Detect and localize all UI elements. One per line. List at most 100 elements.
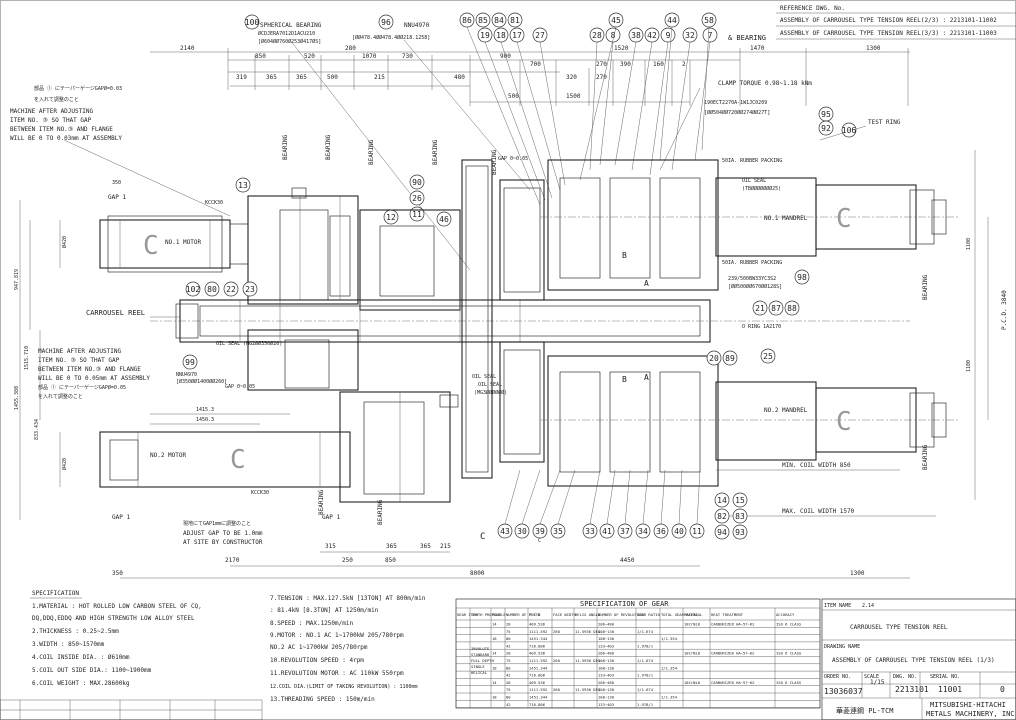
rubber-packing-1-label: 50IA. RUBBER PACKING — [722, 158, 782, 164]
gear-table-header: NUMBER OF REVOLUTION — [598, 612, 644, 617]
view-b-marker-2: B — [622, 375, 627, 384]
svg-text:11: 11 — [412, 210, 422, 219]
gear-table-cell: 28 — [506, 622, 511, 627]
bubble-39: 39 — [532, 523, 548, 539]
svg-text:92: 92 — [821, 124, 831, 133]
bubble-94: 94 — [714, 524, 730, 540]
dim-bottom-4: 215 — [440, 543, 451, 550]
spherical-bearing-dims: [Ø604ØØ760Ø253Ø417ØS] — [258, 38, 321, 45]
top-bubbles: 100 96 86 85 84 81 19 18 17 27 45 28 8 3… — [235, 12, 856, 227]
svg-text:8: 8 — [611, 31, 616, 40]
gear-table-cell: 18CrNi8 — [684, 622, 701, 627]
bubble-28: 28 — [589, 27, 605, 43]
svg-text:83: 83 — [735, 512, 745, 521]
gear-table-cell: 42 — [506, 643, 511, 648]
bottom-note-jp: 現地にてGAP1mmに調整のこと — [183, 520, 251, 527]
bubble-12: 12 — [383, 209, 399, 225]
dim-bottom-6: 4450 — [620, 557, 635, 564]
svg-text:23: 23 — [245, 285, 255, 294]
gear-table-cell: 80 — [506, 636, 511, 641]
mandrel-2-carrier: B A OIL SEAL (MG3ØØØØØØ) — [474, 355, 960, 487]
right-bubbles: 98 21 87 88 20 89 25 — [706, 269, 810, 366]
bubble-102: 102 — [185, 281, 200, 297]
turret-disc: GAP 0~0.05 GAP 0~0.05 — [225, 156, 545, 479]
gear-table-cell: 133~403 — [598, 643, 614, 648]
dim-top-0: 2140 — [180, 45, 195, 52]
gear-table-cell: 1.978/1 — [637, 643, 654, 648]
svg-text:86: 86 — [462, 16, 472, 25]
gear-table-cell: 1451.344 — [529, 695, 548, 700]
svg-text:88: 88 — [787, 304, 797, 313]
reference-block: REFERENCE DWG. No. ASSEMBLY OF CARROUSEL… — [776, 5, 1016, 40]
coupling-label-2: KCCK30 — [251, 490, 269, 496]
gear-table-cell: 80 — [506, 665, 511, 670]
dim-bottom-1: 250 — [342, 557, 353, 564]
gap-label-2: GAP 1 — [112, 514, 130, 521]
adjust-note-en-1: MACHINE AFTER ADJUSTING — [10, 108, 93, 115]
dwg-no-value: 2213101 — [895, 685, 929, 694]
gear-table-cell: 11.5936 DEG. — [575, 629, 602, 634]
dim-bottom-5: 850 — [385, 557, 396, 564]
gear-table-cell: 716.806 — [529, 673, 546, 678]
gear-table-cell: 409.536 — [529, 651, 546, 656]
dim-right-1: 1100 — [966, 360, 972, 372]
gear-table-cell: 18 — [492, 636, 497, 641]
dim-bottom-3: 365 — [420, 543, 431, 550]
gear-table-cell: 716.806 — [529, 643, 546, 648]
top-dimension-chain: 2140 850 520 280 1070 730 480 900 500 70… — [150, 45, 910, 106]
gap-small-label: GAP 0~0.05 — [225, 384, 255, 390]
right-dimension-chain: 1100 1100 — [966, 150, 989, 500]
adjust-note-jp-2: を入れて調整のこと — [34, 96, 79, 103]
bearing-98-label: 239/500BW33YC3S2 — [728, 276, 776, 282]
bubble-95: 95 — [818, 106, 834, 122]
item-no: 2.14 — [862, 603, 874, 609]
min-coil-width-label: MIN. COIL WIDTH 850 — [782, 462, 851, 469]
dim-bottom-9: 8000 — [470, 570, 485, 577]
bubble-34: 34 — [635, 523, 651, 539]
svg-text:46: 46 — [439, 215, 449, 224]
bubble-42: 42 — [644, 27, 660, 43]
gap-top-label: GAP 0~0.05 — [498, 156, 528, 162]
max-coil-width-label: MAX. COIL WIDTH 1570 — [782, 508, 855, 515]
no1-motor-label: NO.1 MOTOR — [165, 239, 202, 246]
mandrel-2: C NO.2 MANDREL — [764, 387, 947, 453]
svg-text:C: C — [143, 231, 159, 261]
svg-text:22: 22 — [226, 285, 236, 294]
no2-mandrel-label: NO.2 MANDREL — [764, 407, 808, 414]
dim-left-6: Ø420 — [61, 458, 68, 470]
bubble-92: 92 — [818, 120, 834, 136]
adjust-note-en-4: WILL BE 0 TO 0.03mm AT ASSEMBLY — [10, 135, 122, 142]
gear-table-cell: 108~130 — [598, 687, 615, 692]
gear-table-header: TOOTH PROFILE — [471, 612, 501, 617]
carrousel-shaft: CARROUSEL REEL OIL SEAL (MG2ØØ350Ø20) OI… — [86, 299, 910, 380]
dim-top-15: 1470 — [750, 45, 765, 52]
gear-tooth-profile: SINGLE — [471, 664, 485, 669]
svg-text:93: 93 — [735, 528, 745, 537]
gear-table-cell: 75 — [506, 687, 511, 692]
gear-tooth-profile: HELICAL — [471, 670, 488, 675]
svg-text:84: 84 — [494, 16, 504, 25]
svg-text:98: 98 — [797, 273, 807, 282]
svg-text:11: 11 — [692, 527, 702, 536]
dim-left-5: 833.434 — [34, 419, 40, 440]
spec2-item-5: NO.2 AC 1~1700kW 205/780rpm — [270, 644, 368, 651]
serial-value: 11001 — [938, 685, 962, 694]
reference-line-1: ASSEMBLY OF CARROUSEL TYPE TENSION REEL(… — [780, 17, 997, 24]
gear-table-header: GEAR RATIO — [637, 612, 661, 617]
top-notes: SPHERICAL BEARING ØCDJERA7012D1ACU210 [Ø… — [10, 22, 901, 271]
bubble-86: 86 — [459, 12, 475, 28]
o-ring-label: O RING 1A2170 — [742, 324, 781, 330]
svg-text:15: 15 — [735, 496, 745, 505]
left-bubbles: 102 80 22 23 99 — [182, 281, 258, 370]
no1-mandrel-label: NO.1 MANDREL — [764, 215, 808, 222]
dim-top-8: 500 — [508, 93, 519, 100]
and-bearing-label: & BEARING — [728, 34, 766, 42]
gear-table-header: FACE WIDTH — [553, 612, 577, 617]
svg-text:C: C — [836, 204, 852, 234]
gear-table-cell: 11.5936 DEG. — [575, 658, 602, 663]
spec2-item-6: 10.REVOLUTION SPEED : 4rpm — [270, 657, 364, 664]
gap-label-3: GAP 1 — [322, 514, 340, 521]
dim-top-22: 1520 — [614, 45, 629, 52]
svg-text:58: 58 — [704, 16, 714, 25]
svg-text:25: 25 — [763, 352, 773, 361]
